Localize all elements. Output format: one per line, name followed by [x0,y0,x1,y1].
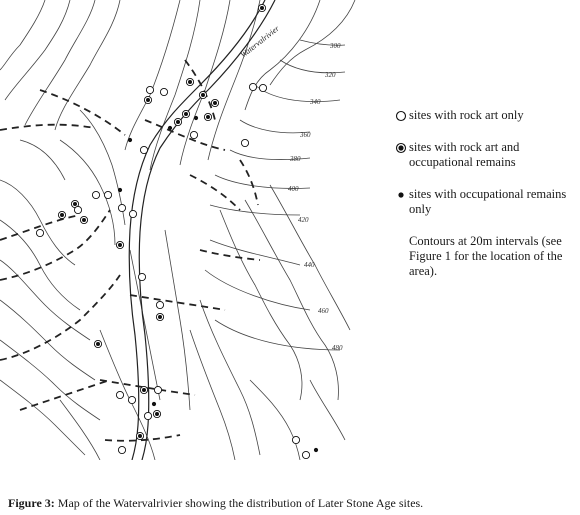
contour-label: 480 [332,344,343,352]
contour-label: 440 [304,261,315,269]
contour-label: 300 [329,42,341,50]
rock-art-site-marker [103,190,113,200]
rock-art-site-marker [248,82,258,92]
caption-label: Figure 3: [8,496,55,510]
rock-art-occupation-site-marker [198,90,208,100]
contour-label: 320 [324,71,336,79]
rock-art-occupation-site-marker [155,312,165,322]
rock-art-site-marker [240,138,250,148]
figure-caption: Figure 3: Map of the Watervalrivier show… [8,496,423,511]
rock-art-occupation-site-marker [57,210,67,220]
rock-art-site-marker [115,390,125,400]
contour-label: 420 [298,216,309,224]
ringed-dot-icon [395,142,407,154]
river-label: Watervalrivier [239,23,282,59]
rock-art-occupation-site-marker [93,339,103,349]
legend-item-rock-art: sites with rock art only [395,108,580,123]
caption-text: Map of the Watervalrivier showing the di… [57,496,424,510]
contour-labels: 300 320 340 360 380 400 420 440 460 480 [288,42,343,352]
rock-art-occupation-site-marker [115,240,125,250]
rock-art-site-marker [127,395,137,405]
rock-art-site-marker [91,190,101,200]
solid-dot-icon [398,192,404,198]
rock-art-occupation-site-marker [181,109,191,119]
rock-art-occupation-site-marker [152,409,162,419]
site-markers [35,3,319,460]
rock-art-occupation-site-marker [173,117,183,127]
rock-art-site-marker [159,87,169,97]
rock-art-site-marker [143,411,153,421]
legend-item-occupation: sites with occupational remains only [395,187,580,217]
occupation-site-marker [117,187,123,193]
drainage-lines [0,59,261,442]
legend-label: sites with rock art and occupational rem… [409,140,520,169]
rock-art-site-marker [291,435,301,445]
rock-art-site-marker [139,145,149,155]
contour-label: 380 [289,155,301,163]
rock-art-occupation-site-marker [135,431,145,441]
open-circle-icon [395,110,407,122]
contour-label: 340 [309,98,321,106]
rock-art-occupation-site-marker [210,98,220,108]
rock-art-occupation-site-marker [185,77,195,87]
contour-note: Contours at 20m intervals (see Figure 1 … [409,234,563,278]
occupation-site-marker [167,125,173,131]
occupation-site-marker [313,447,319,453]
rock-art-site-marker [117,445,127,455]
contour-label: 460 [318,307,329,315]
rock-art-site-marker [117,203,127,213]
legend-label: sites with occupational remains only [409,187,567,216]
rock-art-site-marker [145,85,155,95]
contour-lines [0,0,356,460]
legend-item-rock-art-and-occupation: sites with rock art and occupational rem… [395,140,580,170]
rock-art-site-marker [189,130,199,140]
occupation-site-marker [193,115,199,121]
rock-art-site-marker [153,385,163,395]
rock-art-site-marker [137,272,147,282]
contour-label: 360 [299,131,311,139]
rock-art-site-marker [155,300,165,310]
occupation-site-marker [127,137,133,143]
contour-map: Watervalrivier 300 320 340 360 380 400 4… [0,0,356,460]
rock-art-site-marker [301,450,311,460]
rock-art-occupation-site-marker [139,385,149,395]
legend-label: sites with rock art only [409,108,524,122]
river-channel [128,0,276,460]
contour-label: 400 [288,185,299,193]
occupation-site-marker [151,401,157,407]
rock-art-site-marker [128,209,138,219]
rock-art-occupation-site-marker [143,95,153,105]
rock-art-site-marker [73,205,83,215]
rock-art-occupation-site-marker [79,215,89,225]
rock-art-site-marker [35,228,45,238]
rock-art-occupation-site-marker [203,112,213,122]
legend: sites with rock art only sites with rock… [395,108,580,279]
rock-art-occupation-site-marker [257,3,267,13]
rock-art-site-marker [258,83,268,93]
